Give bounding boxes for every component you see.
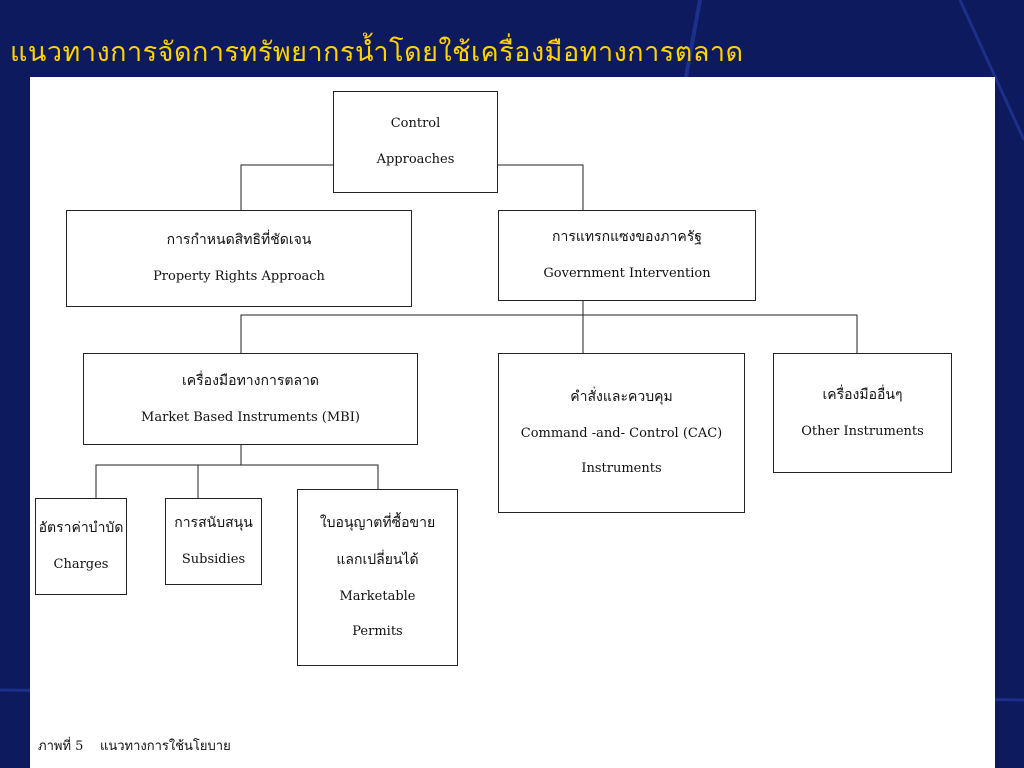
marketable-permits-thai2: แลกเปลี่ยนได้ [336, 551, 419, 568]
charges-english: Charges [53, 557, 109, 573]
government-intervention-box: การแทรกแซงของภาครัฐ Government Intervent… [498, 210, 756, 301]
cac-thai: คำสั่งและควบคุม [570, 389, 673, 405]
diagram-panel: Control Approaches การกำหนดสิทธิที่ชัดเจ… [30, 77, 995, 768]
other-instruments-english: Other Instruments [801, 423, 924, 439]
subsidies-english: Subsidies [181, 552, 246, 568]
figure-caption: ภาพที่ 5 แนวทางการใช้นโยบาย [38, 739, 231, 754]
property-rights-english: Property Rights Approach [153, 269, 325, 285]
other-instruments-thai: เครื่องมืออื่นๆ [822, 386, 903, 403]
marketable-permits-english2: Permits [352, 624, 403, 640]
charges-thai: อัตราค่าบำบัด [38, 520, 124, 537]
mbi-box: เครื่องมือทางการตลาด Market Based Instru… [83, 353, 418, 445]
marketable-permits-box: ใบอนุญาตที่ซื้อขาย แลกเปลี่ยนได้ Marketa… [297, 489, 458, 666]
charges-box: อัตราค่าบำบัด Charges [35, 498, 127, 595]
cac-box: คำสั่งและควบคุม Command -and- Control (C… [498, 353, 745, 513]
marketable-permits-english1: Marketable [339, 588, 416, 604]
cac-instruments: Instruments [581, 461, 662, 477]
subsidies-box: การสนับสนุน Subsidies [165, 498, 262, 585]
mbi-thai: เครื่องมือทางการตลาด [182, 372, 319, 389]
other-instruments-box: เครื่องมืออื่นๆ Other Instruments [773, 353, 952, 473]
control-label: Control [390, 116, 441, 132]
property-rights-box: การกำหนดสิทธิที่ชัดเจน Property Rights A… [66, 210, 412, 307]
subsidies-thai: การสนับสนุน [174, 515, 253, 532]
slide-title: แนวทางการจัดการทรัพยากรน้ำโดยใช้เครื่องม… [10, 37, 744, 68]
marketable-permits-thai1: ใบอนุญาตที่ซื้อขาย [319, 515, 436, 532]
government-intervention-english: Government Intervention [543, 266, 711, 282]
approaches-label: Approaches [376, 152, 455, 167]
control-approaches-box: Control Approaches [333, 91, 498, 193]
cac-english: Command -and- Control (CAC) [520, 425, 723, 441]
government-intervention-thai: การแทรกแซงของภาครัฐ [552, 229, 702, 246]
property-rights-thai: การกำหนดสิทธิที่ชัดเจน [166, 232, 312, 249]
mbi-english: Market Based Instruments (MBI) [141, 409, 360, 425]
